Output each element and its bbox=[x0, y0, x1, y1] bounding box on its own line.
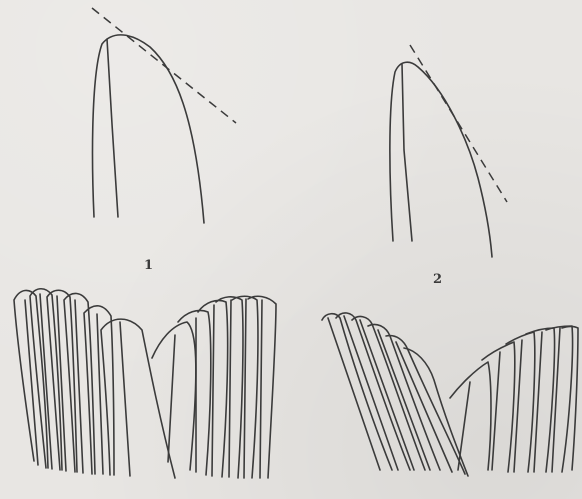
feather-2-rachis bbox=[402, 64, 412, 241]
tail2-left-feather-2 bbox=[336, 313, 410, 470]
tail-fan-left bbox=[14, 289, 175, 478]
figure-label-1: 1 bbox=[144, 258, 153, 273]
tail-right-feather-2 bbox=[178, 310, 211, 475]
tail-fan-right bbox=[152, 296, 276, 478]
tail2-right-feather-2 bbox=[482, 342, 515, 472]
tail-right-shafts bbox=[168, 299, 262, 478]
feather-tip-2 bbox=[390, 45, 507, 257]
figure-label-2: 2 bbox=[433, 272, 442, 287]
feather-tip-1 bbox=[92, 8, 236, 223]
feather-1-tangent bbox=[92, 8, 236, 123]
feather-2-tangent bbox=[410, 45, 507, 202]
tail-fan-2-left bbox=[322, 313, 468, 476]
tail-fan-2-right bbox=[450, 326, 578, 472]
tail2-right-shafts bbox=[458, 328, 560, 472]
feather-1-rachis bbox=[107, 39, 118, 217]
feather-1-outline bbox=[93, 35, 204, 223]
